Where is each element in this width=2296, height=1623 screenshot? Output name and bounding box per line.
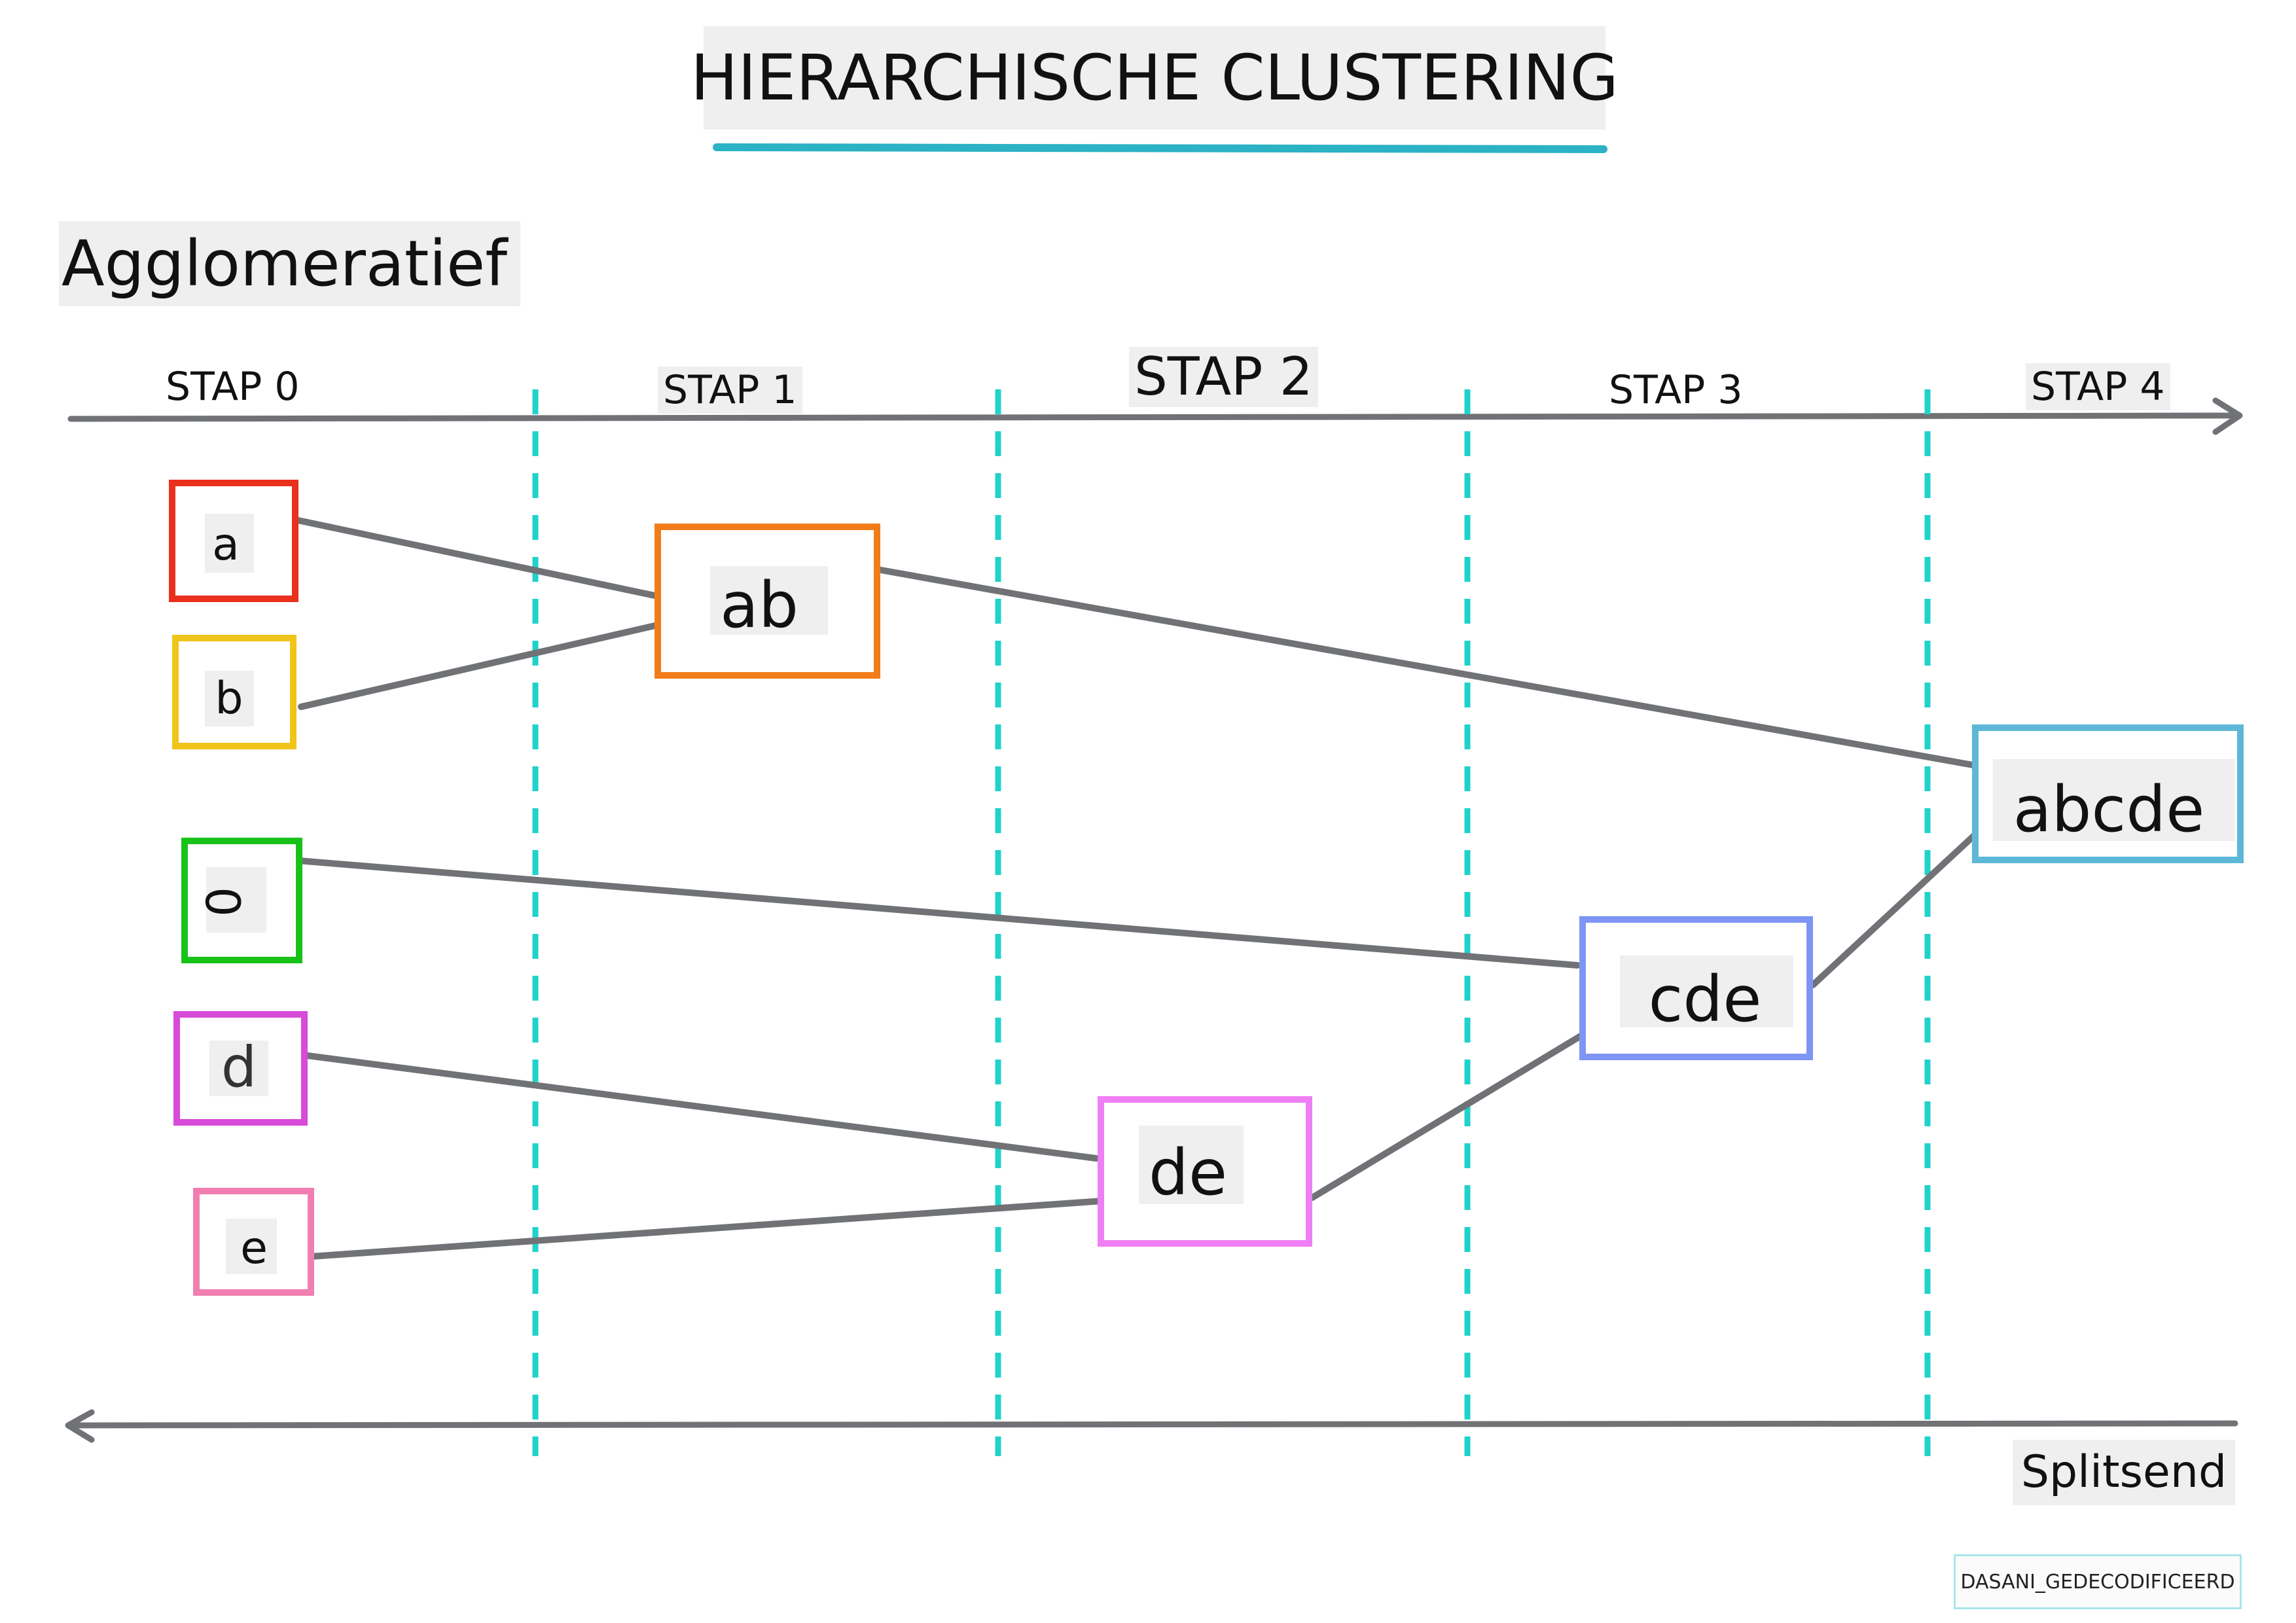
node-b-label: b (215, 673, 243, 724)
node-de: de (1098, 1096, 1312, 1247)
node-de-box (1098, 1096, 1312, 1247)
node-c-label: 0 (197, 887, 252, 917)
agglomerative-label: Agglomeratief (59, 221, 520, 306)
connector-d-de (299, 1052, 1100, 1162)
node-a: a (169, 480, 298, 602)
node-e: e (193, 1188, 314, 1296)
connector-b-ab (298, 622, 661, 710)
connector-de-cde (1309, 1031, 1587, 1201)
title-underline (713, 143, 1607, 153)
node-a-box (169, 480, 298, 602)
connector-a-ab (295, 517, 658, 599)
node-ab-label: ab (720, 569, 798, 642)
step-label-2: STAP 2 (1129, 347, 1318, 407)
page-title: HIERARCHISCHE CLUSTERING (691, 26, 1619, 130)
node-e-label: e (240, 1222, 268, 1274)
step-label-4: STAP 4 (2026, 363, 2170, 410)
watermark-text: DASANI_GEDECODIFICEERD (1960, 1570, 2235, 1594)
step-label-1: STAP 1 (658, 366, 802, 414)
step-label-3: STAP 3 (1609, 367, 1743, 413)
merge-connectors (295, 517, 1980, 1260)
step-label-0: STAP 0 (166, 364, 300, 410)
connector-cde-abcde (1810, 831, 1979, 988)
connector-ab-abcde (874, 566, 1980, 769)
connector-c-cde (295, 857, 1581, 969)
agglomerative-axis-arrow (67, 397, 2243, 435)
divisive-label: Splitsend (2013, 1440, 2235, 1505)
divisive-axis-arrow (65, 1409, 2238, 1443)
connector-e-de (308, 1198, 1106, 1260)
node-de-label: de (1149, 1136, 1227, 1209)
node-abcde: abcde (1972, 724, 2244, 863)
watermark-box: DASANI_GEDECODIFICEERD (1954, 1554, 2242, 1609)
page-title-text: HIERARCHISCHE CLUSTERING (691, 41, 1619, 115)
node-a-label: a (212, 519, 240, 571)
node-cde-label: cde (1649, 963, 1762, 1036)
node-abcde-label: abcde (2013, 773, 2205, 846)
node-c: 0 (181, 838, 302, 963)
node-ab: ab (655, 524, 880, 679)
node-cde: cde (1579, 916, 1813, 1060)
node-d: d (173, 1011, 308, 1126)
node-d-label: d (221, 1035, 257, 1100)
node-b: b (172, 635, 296, 749)
